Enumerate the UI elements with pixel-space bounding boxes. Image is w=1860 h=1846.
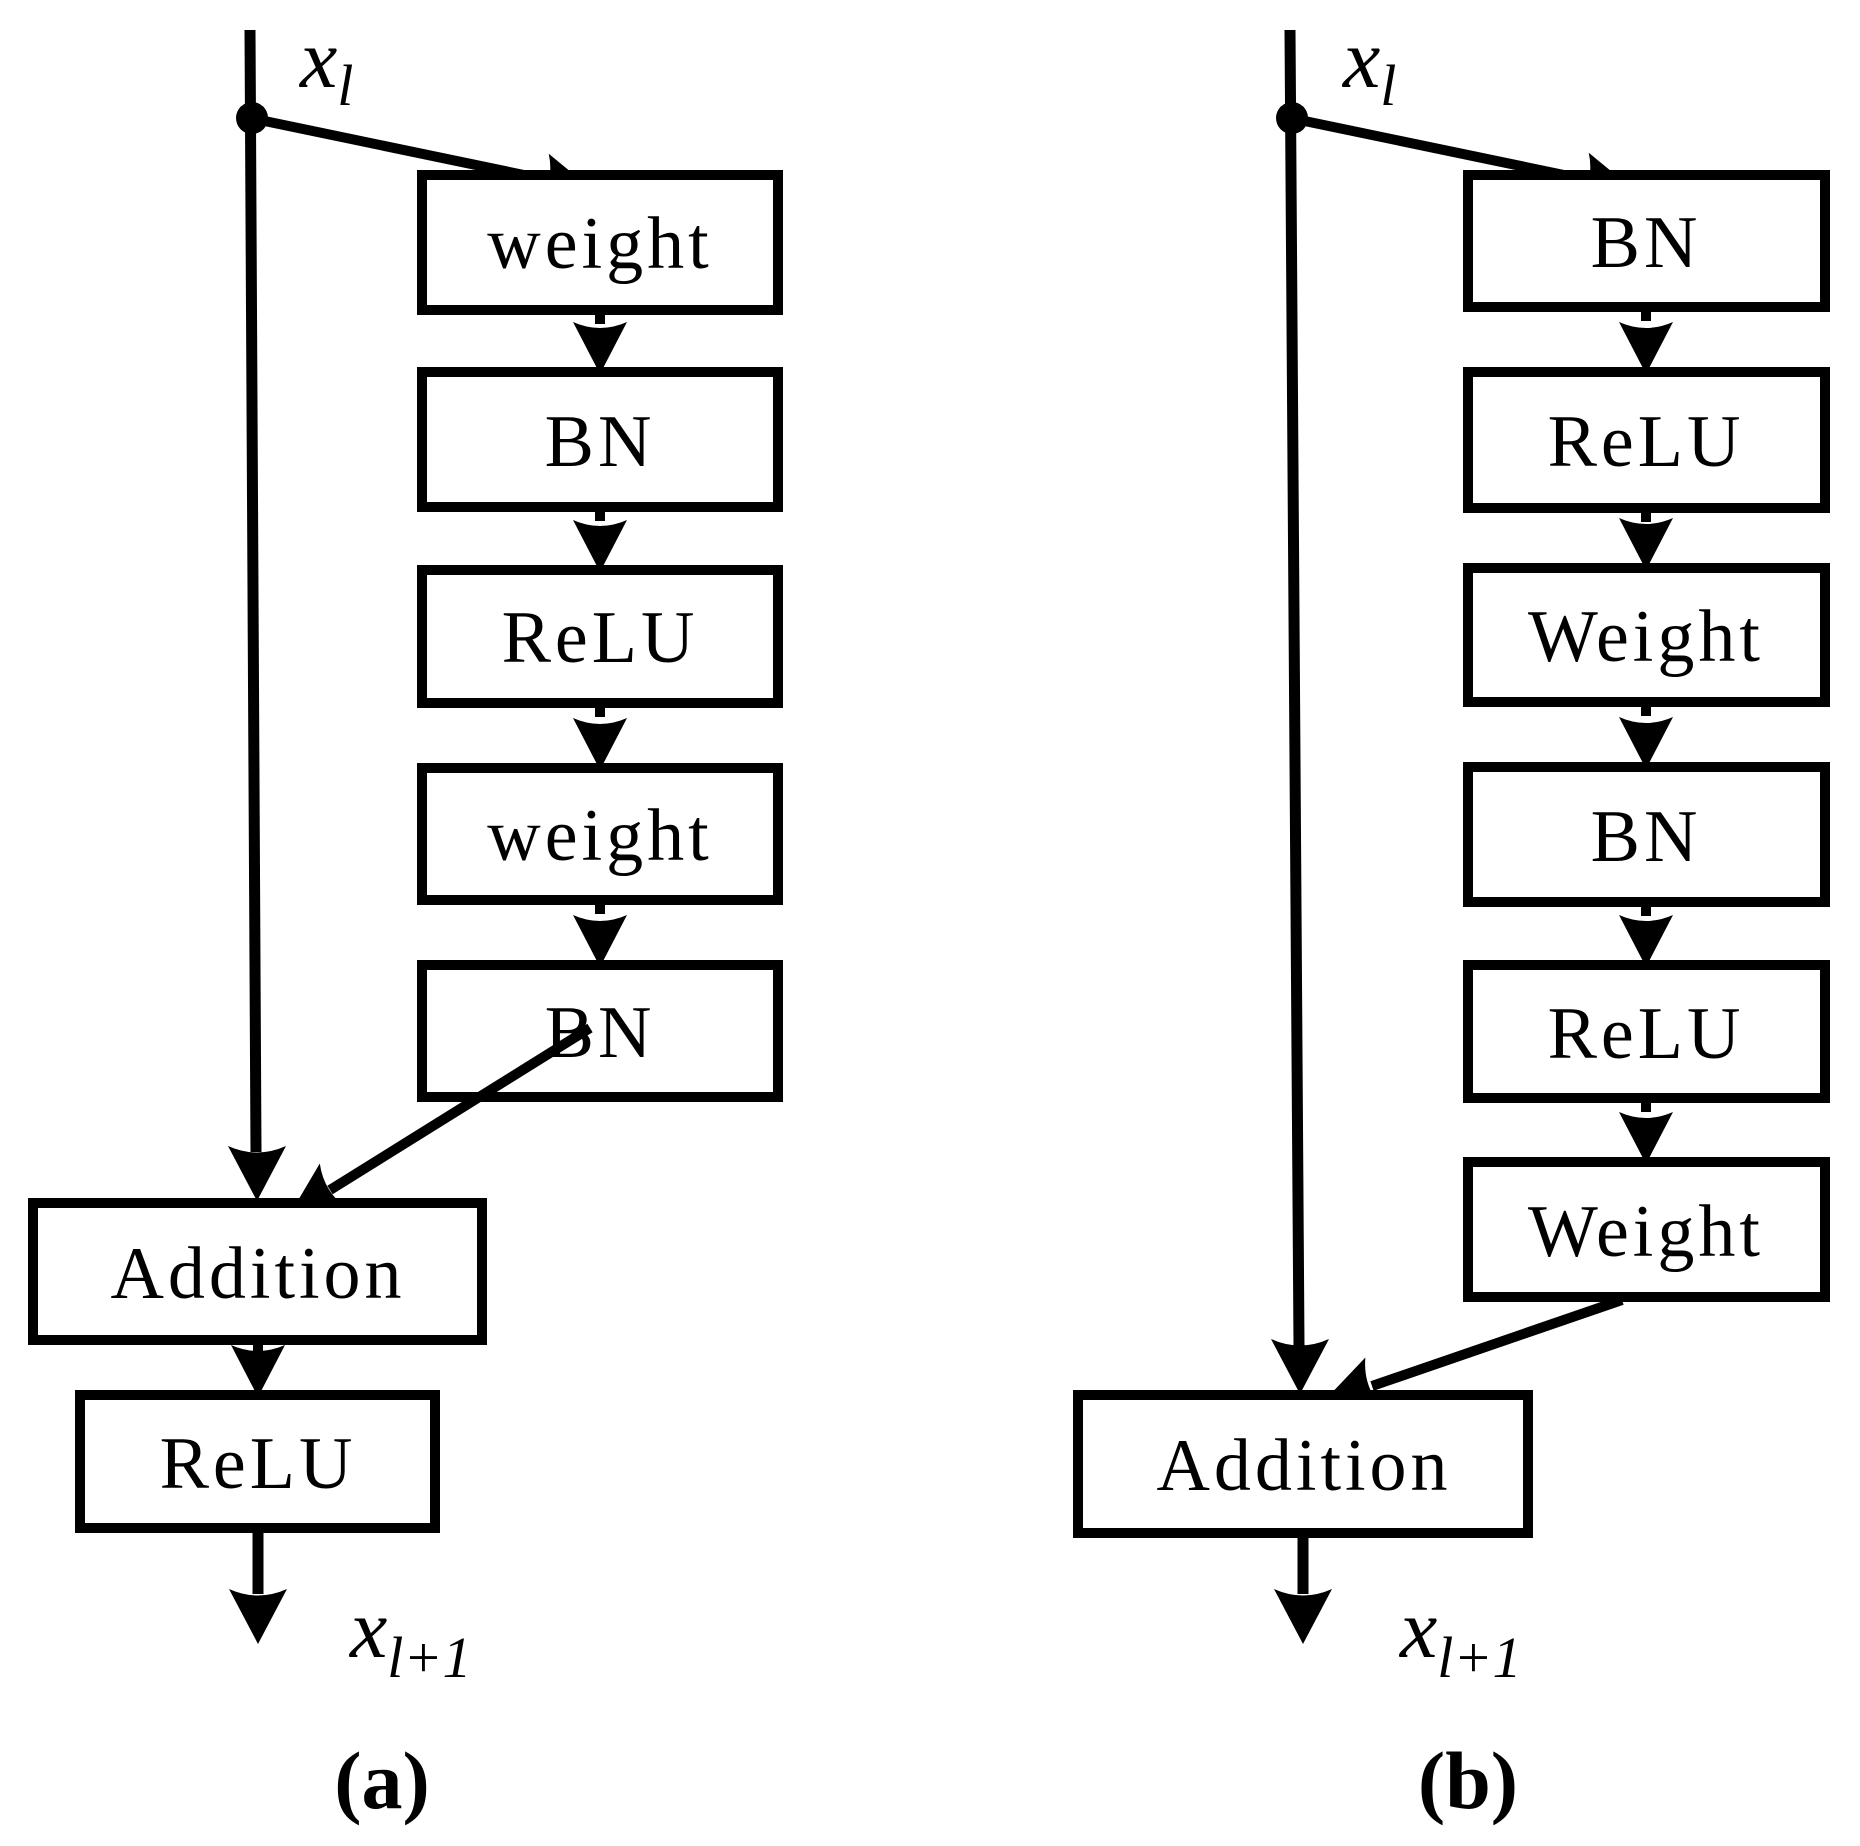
residual-branch-line-a xyxy=(327,1023,593,1195)
box-b-weight-2 xyxy=(1463,1157,1830,1302)
output-var-b: x xyxy=(1398,1583,1437,1676)
input-label-b: xl xyxy=(1341,13,1396,118)
box-a-weight-1-label: weight xyxy=(487,203,712,285)
output-sub-a: l+1 xyxy=(387,1625,471,1690)
box-b-relu-2 xyxy=(1463,960,1830,1103)
box-a-bn-1-label: BN xyxy=(545,401,656,483)
box-a-bn-2-label: BN xyxy=(545,992,656,1074)
box-b-relu-2-label: ReLU xyxy=(1548,993,1745,1075)
branch-dot-b xyxy=(1276,102,1308,134)
arrowhead-icon xyxy=(1274,1589,1332,1644)
box-b-bn-1-label: BN xyxy=(1591,202,1702,284)
arrowhead-icon xyxy=(228,1146,286,1201)
diagram-a: xl weight BN ReLU weight BN Addition xyxy=(28,13,783,1826)
output-sub-b: l+1 xyxy=(1437,1625,1521,1690)
box-b-relu-1-label: ReLU xyxy=(1548,401,1745,483)
box-b-weight-1-label: Weight xyxy=(1528,596,1764,678)
caption-b: (b) xyxy=(1418,1735,1518,1826)
input-sub-b: l xyxy=(1380,53,1396,118)
branch-dot-a xyxy=(236,102,268,134)
arrowhead-icon xyxy=(1619,518,1673,570)
arrowhead-icon xyxy=(229,1589,287,1644)
box-a-bn-2 xyxy=(417,960,783,1102)
box-a-relu-1 xyxy=(417,565,783,708)
box-b-addition xyxy=(1073,1390,1533,1538)
box-a-addition-label: Addition xyxy=(110,1233,405,1315)
arrowhead-icon xyxy=(573,915,627,967)
arrowhead-icon xyxy=(573,322,627,374)
box-b-addition-label: Addition xyxy=(1156,1425,1451,1507)
skip-connection-line-b xyxy=(1284,29,1305,1347)
output-var-a: x xyxy=(348,1583,387,1676)
residual-branch-line-b xyxy=(1370,1295,1624,1391)
arrowhead-icon xyxy=(1619,915,1673,967)
input-var-b: x xyxy=(1341,13,1380,106)
input-arrow-line-b xyxy=(1293,114,1590,185)
caption-a: (a) xyxy=(334,1735,430,1826)
box-a-final-relu xyxy=(75,1390,440,1533)
box-a-addition xyxy=(28,1198,487,1345)
arrowhead-icon xyxy=(1619,322,1673,374)
box-a-weight-2-label: weight xyxy=(487,795,712,877)
arrowhead-icon xyxy=(573,520,627,572)
box-a-final-relu-label: ReLU xyxy=(160,1423,357,1505)
arrowhead-icon xyxy=(231,1345,285,1397)
arrowhead-icon xyxy=(1619,1112,1673,1164)
box-b-relu-1 xyxy=(1463,367,1830,513)
arrowhead-icon xyxy=(573,718,627,770)
output-label-b: xl+1 xyxy=(1398,1583,1522,1690)
box-a-weight-1 xyxy=(417,170,783,315)
arrowhead-icon xyxy=(1619,717,1673,769)
input-label-a: xl xyxy=(298,13,353,118)
box-b-bn-2-label: BN xyxy=(1591,796,1702,878)
input-var-a: x xyxy=(298,13,337,106)
input-arrow-line-a xyxy=(253,114,550,185)
diagram-b: xl BN ReLU Weight BN ReLU Weight xyxy=(1073,13,1830,1826)
box-b-weight-2-label: Weight xyxy=(1528,1191,1764,1273)
box-a-relu-1-label: ReLU xyxy=(502,597,699,679)
output-label-a: xl+1 xyxy=(348,1583,472,1690)
box-b-bn-2 xyxy=(1463,762,1830,907)
input-sub-a: l xyxy=(337,53,353,118)
arrowhead-icon xyxy=(1271,1339,1329,1394)
skip-connection-line-a xyxy=(244,29,262,1153)
